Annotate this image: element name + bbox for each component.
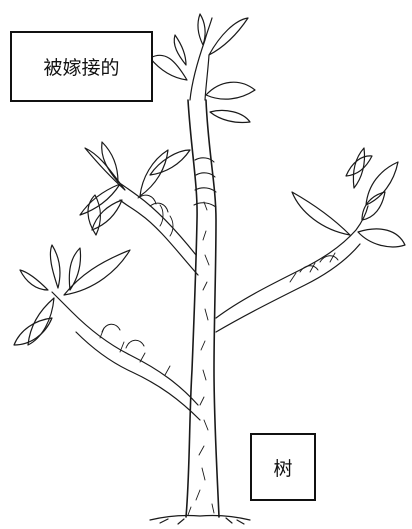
- left-lower-branch: [13, 244, 201, 421]
- graft-marks: [101, 194, 339, 349]
- scion-label: 被嫁接的: [10, 31, 153, 102]
- right-branch: [215, 147, 406, 333]
- stock-label: 树: [250, 433, 316, 501]
- ground: [149, 514, 251, 525]
- left-upper-branch: [79, 141, 199, 276]
- scion-label-text: 被嫁接的: [43, 57, 120, 79]
- stock-label-text: 树: [273, 457, 293, 480]
- main-trunk: [185, 99, 220, 518]
- top-scion-shoot: [149, 13, 256, 124]
